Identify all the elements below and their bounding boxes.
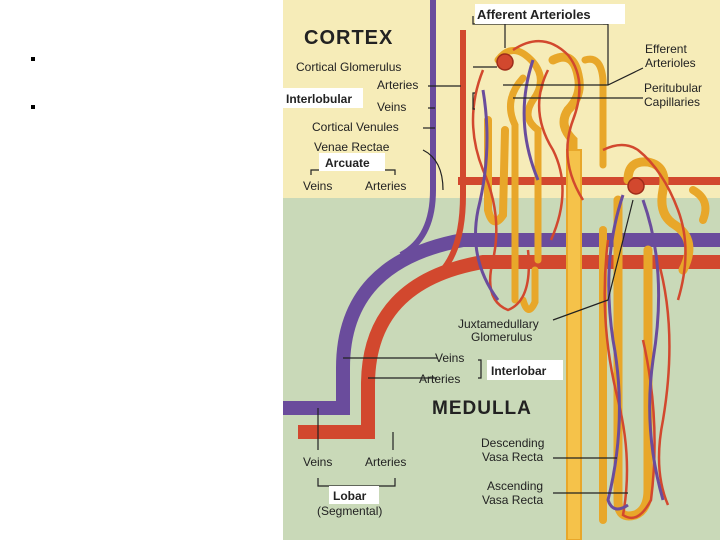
peritubular-capillaries bbox=[471, 39, 687, 520]
arteries-label: Arteries bbox=[377, 78, 418, 92]
cortex-label: CORTEX bbox=[304, 27, 393, 49]
arcuate-label: Arcuate bbox=[325, 156, 370, 170]
interlobular-artery bbox=[438, 30, 466, 275]
descending-label: Descending bbox=[481, 436, 544, 450]
peritubular-label-2: Capillaries bbox=[644, 95, 700, 109]
interlobular-vein bbox=[399, 0, 436, 258]
lobar-label-box bbox=[329, 486, 379, 504]
collecting-duct bbox=[566, 149, 582, 540]
efferent-label-2: Arterioles bbox=[645, 56, 696, 70]
arcuate-veins-label: Veins bbox=[303, 179, 332, 193]
interlobar-label: Interlobar bbox=[491, 364, 547, 378]
bullet-point bbox=[30, 56, 36, 62]
ascending-label-2: Vasa Recta bbox=[482, 493, 543, 507]
cortical-glomerulus-label: Cortical Glomerulus bbox=[296, 60, 401, 74]
afferent-label-box bbox=[475, 4, 625, 24]
lobar-arteries-label: Arteries bbox=[365, 455, 406, 469]
juxtamedullary-label-2: Glomerulus bbox=[471, 330, 532, 344]
arcuate-artery bbox=[298, 255, 720, 439]
lobar-label: Lobar bbox=[333, 489, 367, 503]
interlobar-label-box bbox=[487, 360, 563, 380]
interlobar-arteries-label: Arteries bbox=[419, 372, 460, 386]
descending-label-2: Vasa Recta bbox=[482, 450, 543, 464]
veins-label: Veins bbox=[377, 100, 406, 114]
cortex-artery-band bbox=[458, 177, 720, 185]
lobar-veins-label: Veins bbox=[303, 455, 332, 469]
arcuate-arteries-label: Arteries bbox=[365, 179, 406, 193]
peritubular-label: Peritubular bbox=[644, 81, 702, 95]
cortical-venules-label: Cortical Venules bbox=[312, 120, 399, 134]
cortical-glomerulus-mark bbox=[496, 53, 514, 71]
arcuate-vein bbox=[283, 233, 720, 415]
medulla-label: MEDULLA bbox=[432, 398, 532, 419]
segmental-label: (Segmental) bbox=[317, 504, 382, 518]
venae-rectae-label: Venae Rectae bbox=[314, 140, 390, 154]
ascending-label: Ascending bbox=[487, 479, 543, 493]
interlobular-label-box bbox=[283, 88, 363, 108]
afferent-arterioles-label: Afferent Arterioles bbox=[477, 7, 591, 22]
kidney-vasculature-diagram: Afferent Arterioles CORTEX Cortical Glom… bbox=[283, 0, 720, 540]
efferent-label: Efferent bbox=[645, 42, 687, 56]
bullet-point bbox=[30, 104, 36, 110]
interlobar-veins-label: Veins bbox=[435, 351, 464, 365]
juxtamedullary-glomerulus-mark bbox=[627, 177, 645, 195]
juxtamedullary-label: Juxtamedullary bbox=[458, 317, 539, 331]
interlobular-label: Interlobular bbox=[286, 92, 352, 106]
vasa-recta bbox=[474, 59, 665, 511]
arcuate-label-box bbox=[319, 153, 385, 171]
